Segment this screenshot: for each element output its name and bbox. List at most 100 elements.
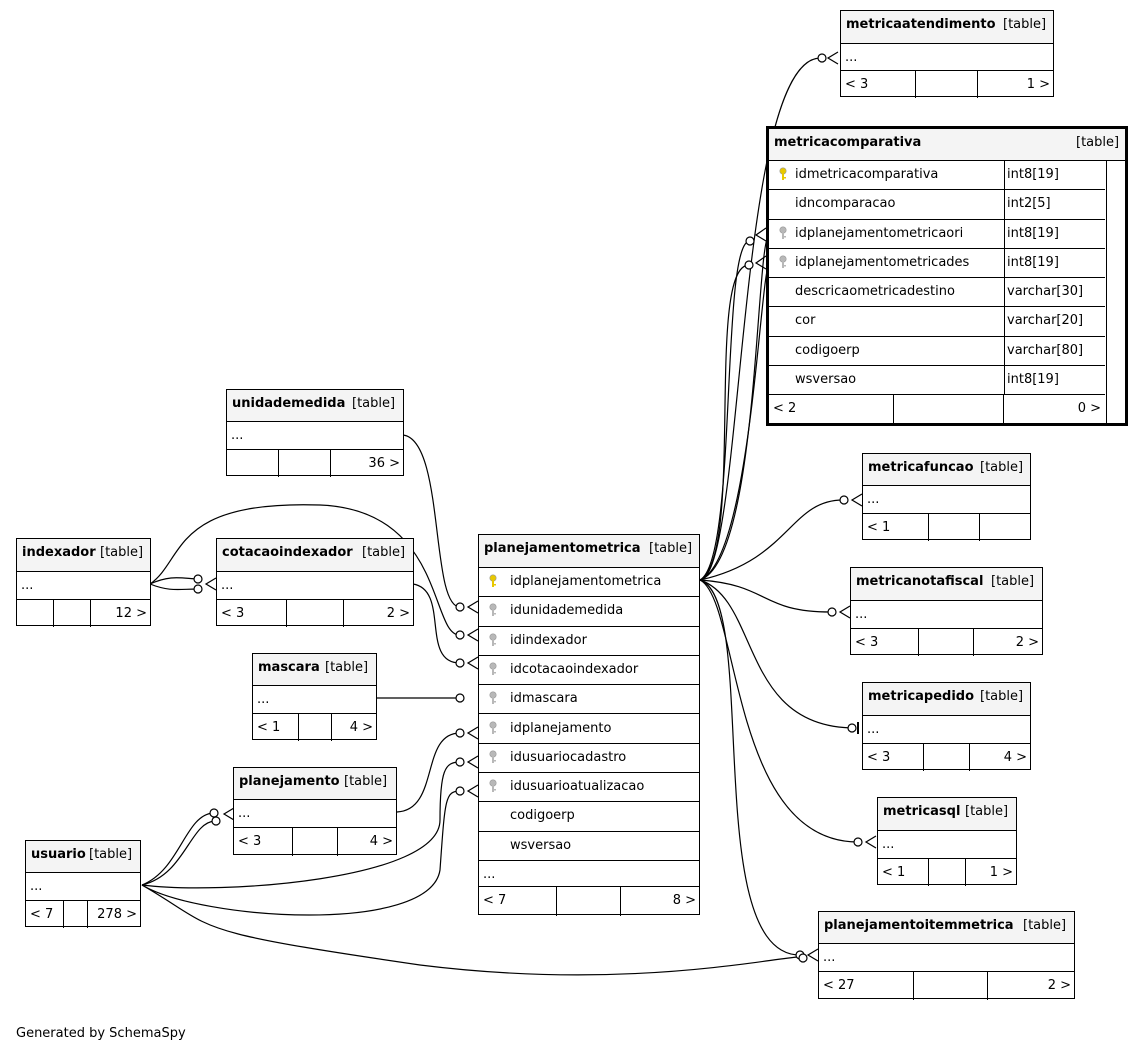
- column-name: idmetricacomparativa: [795, 167, 939, 182]
- children-count[interactable]: 4 >: [1003, 750, 1027, 765]
- table-planejamentoitemmetrica[interactable]: planejamentoitemmetrica [table] ... < 27…: [818, 911, 1075, 1000]
- column-row[interactable]: idunidademedida: [479, 597, 699, 627]
- column-row[interactable]: idusuariocadastro: [479, 744, 699, 774]
- table-name: metricaatendimento: [846, 17, 996, 32]
- ellipsis-text: ...: [845, 50, 858, 65]
- column-name: idindexador: [510, 632, 587, 648]
- table-header: metricanotafiscal [table]: [851, 568, 1042, 601]
- table-metricaatendimento[interactable]: metricaatendimento [table] ... < 3 1 >: [840, 10, 1054, 98]
- primary-key-icon: [489, 574, 497, 588]
- edge-usuariocadastro: [141, 761, 461, 889]
- table-usuario[interactable]: usuario [table] ... < 7 278 >: [25, 840, 141, 928]
- table-header: metricacomparativa [table]: [769, 129, 1125, 161]
- column-row[interactable]: idmascara: [479, 685, 699, 715]
- parents-count[interactable]: < 1: [882, 865, 906, 880]
- parents-count[interactable]: < 1: [257, 720, 281, 735]
- children-count[interactable]: 278 >: [97, 907, 137, 922]
- children-count[interactable]: 36 >: [368, 456, 400, 471]
- column-row[interactable]: codigoerp: [479, 802, 699, 832]
- children-count[interactable]: 1 >: [1026, 77, 1050, 92]
- parents-count[interactable]: < 7: [30, 907, 54, 922]
- table-name: unidademedida: [232, 396, 346, 411]
- column-row[interactable]: idusuarioatualizacao: [479, 773, 699, 803]
- table-tag: [table]: [89, 847, 133, 862]
- children-count[interactable]: 2 >: [386, 606, 410, 621]
- children-count[interactable]: 8 >: [672, 893, 696, 908]
- column-row[interactable]: idplanejamentometrica: [479, 568, 699, 598]
- parents-count[interactable]: < 1: [867, 520, 891, 535]
- table-name: mascara: [258, 660, 320, 675]
- table-mascara[interactable]: mascara [table] ... < 1 4 >: [252, 653, 377, 741]
- table-name: planejamentometrica: [484, 541, 641, 556]
- parents-count[interactable]: < 3: [238, 834, 262, 849]
- ellipsis-row: ...: [851, 601, 1042, 629]
- parents-count[interactable]: < 3: [855, 635, 879, 650]
- table-name: usuario: [31, 847, 86, 862]
- table-header: planejamento [table]: [234, 768, 396, 800]
- children-count[interactable]: 4 >: [349, 720, 373, 735]
- parents-count[interactable]: < 7: [483, 893, 507, 908]
- table-metricapedido[interactable]: metricapedido [table] ... < 3 4 >: [862, 682, 1031, 771]
- column-row[interactable]: idindexador: [479, 627, 699, 656]
- table-tag: [table]: [965, 804, 1009, 819]
- column-name: idunidademedida: [510, 603, 624, 619]
- table-unidademedida[interactable]: unidademedida [table] ... 36 >: [226, 389, 404, 477]
- table-indexador[interactable]: indexador [table] ... 12 >: [16, 538, 151, 627]
- table-metricafuncao[interactable]: metricafuncao [table] ... < 1: [862, 453, 1031, 541]
- children-count[interactable]: 12 >: [115, 606, 147, 621]
- edge-usuario-planejamentoitemmetrica: [141, 884, 799, 976]
- table-header: metricafuncao [table]: [863, 454, 1030, 486]
- parents-count[interactable]: < 3: [867, 750, 891, 765]
- column-type: int2[5]: [1007, 196, 1051, 212]
- foreign-key-icon: [489, 691, 497, 705]
- parents-count[interactable]: < 2: [773, 401, 797, 416]
- table-header: metricapedido [table]: [863, 683, 1030, 716]
- children-count[interactable]: 2 >: [1015, 635, 1039, 650]
- table-tag: [table]: [980, 689, 1024, 704]
- footer-row: < 3 4 >: [863, 744, 1030, 771]
- children-count[interactable]: 1 >: [989, 865, 1013, 880]
- ellipsis-text: ...: [823, 950, 836, 965]
- footer-row: < 7 8 >: [479, 887, 699, 916]
- parents-count[interactable]: < 3: [845, 77, 869, 92]
- edge-metricacomparativa-des2: [699, 261, 771, 581]
- footer-row: 12 >: [17, 600, 150, 627]
- table-metricanotafiscal[interactable]: metricanotafiscal [table] ... < 3 2 >: [850, 567, 1043, 656]
- table-header: cotacaoindexador [table]: [217, 539, 413, 572]
- ellipsis-text: ...: [882, 837, 895, 852]
- table-planejamentometrica[interactable]: planejamentometrica [table] idplanejamen…: [478, 534, 700, 916]
- table-tag: [table]: [344, 774, 388, 789]
- parents-count[interactable]: < 3: [221, 606, 245, 621]
- parents-count[interactable]: < 27: [823, 978, 855, 993]
- table-cotacaoindexador[interactable]: cotacaoindexador [table] ... < 3 2 >: [216, 538, 414, 627]
- ellipsis-row: ...: [863, 486, 1030, 514]
- foreign-key-icon: [489, 720, 497, 735]
- table-tag: [table]: [649, 541, 693, 556]
- table-metricasql[interactable]: metricasql [table] ... < 1 1 >: [877, 797, 1017, 886]
- ellipsis-text: ...: [257, 692, 270, 707]
- column-row[interactable]: idplanejamento: [479, 715, 699, 744]
- column-row[interactable]: idcotacaoindexador: [479, 656, 699, 686]
- column-name: codigoerp: [510, 808, 575, 824]
- cell-divider: [1004, 219, 1005, 248]
- column-name: idusuarioatualizacao: [510, 779, 645, 795]
- foreign-key-icon: [779, 225, 787, 240]
- children-count[interactable]: 2 >: [1047, 978, 1071, 993]
- table-planejamento[interactable]: planejamento [table] ... < 3 4 >: [233, 767, 397, 856]
- children-count[interactable]: 0 >: [1077, 401, 1101, 416]
- table-name: metricacomparativa: [774, 135, 922, 150]
- column-name: idplanejamentometricaori: [795, 225, 964, 241]
- table-metricacomparativa[interactable]: metricacomparativa [table] idmetricacomp…: [766, 126, 1128, 426]
- table-name: metricasql: [883, 804, 961, 819]
- column-row[interactable]: wsversao: [479, 832, 699, 861]
- table-tag: [table]: [991, 574, 1035, 589]
- children-count[interactable]: 4 >: [369, 834, 393, 849]
